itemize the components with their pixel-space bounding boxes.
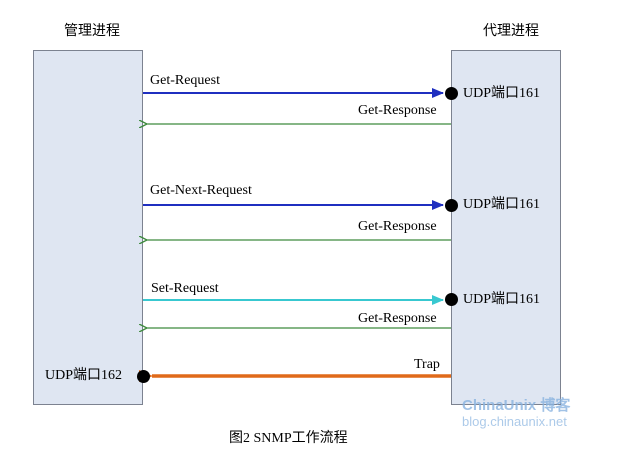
get-next-request-label: Get-Next-Request [150, 183, 252, 198]
get-response-label-1: Get-Response [358, 103, 437, 118]
agent-port-label: UDP端口161 [463, 197, 541, 212]
agent-process-box [451, 50, 561, 405]
manager-process-label: 管理进程 [64, 24, 120, 39]
agent-port-dot [445, 87, 458, 100]
manager-port-dot [137, 370, 150, 383]
trap-label: Trap [414, 357, 440, 372]
agent-port-dot [445, 199, 458, 212]
agent-port-label: UDP端口161 [463, 292, 541, 307]
watermark-url: blog.chinaunix.net [462, 414, 567, 429]
manager-process-box [33, 50, 143, 405]
get-response-label-2: Get-Response [358, 219, 437, 234]
watermark: ChinaUnix 博客 [462, 397, 571, 414]
manager-port-label: UDP端口162 [45, 368, 123, 383]
agent-process-label: 代理进程 [483, 24, 539, 39]
agent-port-label: UDP端口161 [463, 86, 541, 101]
get-response-label-3: Get-Response [358, 311, 437, 326]
agent-port-dot [445, 293, 458, 306]
set-request-label: Set-Request [151, 281, 219, 296]
figure-caption: 图2 SNMP工作流程 [229, 431, 348, 446]
get-request-label: Get-Request [150, 73, 220, 88]
